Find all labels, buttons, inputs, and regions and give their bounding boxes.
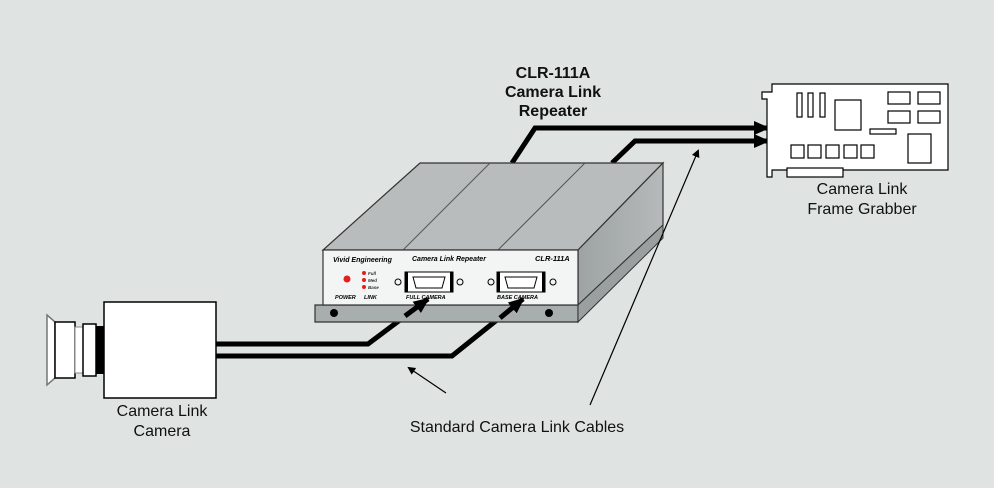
power-led [343,275,351,283]
frame-grabber-icon [761,83,949,178]
cables-label: Standard Camera Link Cables [409,419,625,436]
product-model: CLR-111A [515,65,591,82]
port2-label: BASE CAMERA [497,295,538,301]
frame-grabber-label-line1: Camera Link [816,181,908,198]
power-label: POWER [335,295,356,301]
camera-label-line2: Camera [133,423,191,440]
panel-name-label: Camera Link Repeater [412,256,487,263]
port1-label: FULL CAMERA [406,295,446,301]
base-camera-connector [487,271,557,293]
frame-grabber-label-line2: Frame Grabber [807,201,917,218]
cable-pointers [407,149,700,406]
full-camera-connector [394,271,464,293]
product-title: CLR-111A Camera Link Repeater [473,64,633,121]
product-name-line2: Repeater [518,103,588,120]
product-name-line1: Camera Link [504,84,602,101]
frame-grabber-label: Camera Link Frame Grabber [782,180,942,220]
repeater-device [314,161,665,324]
panel-model-label: CLR-111A [535,254,570,263]
brand-label: Vivid Engineering [333,257,393,264]
output-cables [509,121,770,165]
led-base-label: Base [368,285,379,290]
camera-label: Camera Link Camera [82,402,242,442]
led-full-label: Full [368,271,377,276]
link-label: LINK [364,295,378,301]
led-med-label: Med [368,278,377,283]
camera-icon [46,301,217,399]
camera-label-line1: Camera Link [116,403,208,420]
